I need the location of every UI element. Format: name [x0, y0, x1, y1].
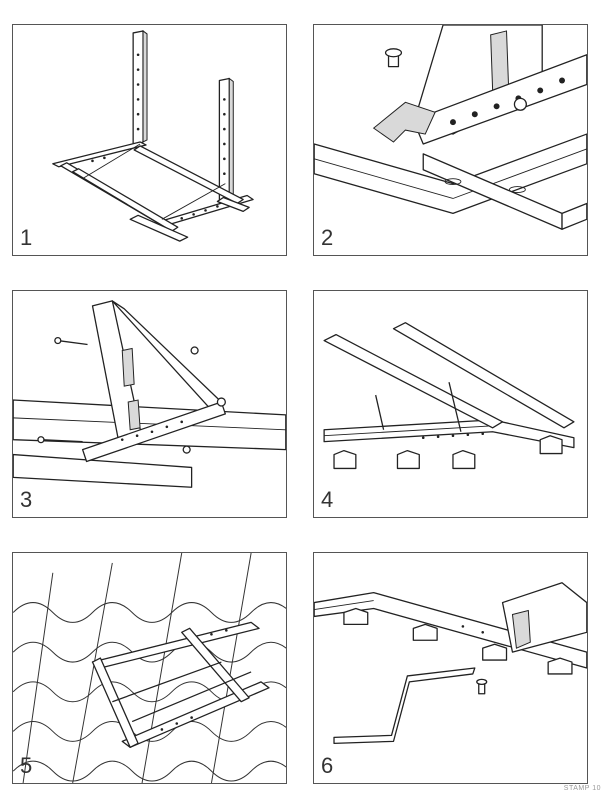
step-number: 4	[321, 487, 334, 512]
roof-installation-illustration	[13, 553, 286, 783]
bracket-frame-illustration	[52, 29, 254, 242]
step-6-panel: 6	[313, 552, 588, 784]
footer-code: STAMP 10	[563, 785, 601, 792]
step-number: 5	[20, 753, 33, 778]
mounted-brackets-illustration	[323, 322, 575, 470]
step-4-panel: 4	[313, 290, 588, 518]
step-number: 1	[20, 225, 33, 250]
step-2-panel: 2	[313, 24, 588, 256]
rail-clamp-detail-illustration	[314, 25, 587, 230]
roof-hook-fastening-illustration	[314, 582, 587, 744]
step-5-panel: 5	[12, 552, 287, 784]
step-number: 2	[321, 225, 334, 250]
frame-bolt-assembly-illustration	[13, 300, 286, 488]
step-number: 6	[321, 753, 334, 778]
step-number: 3	[20, 487, 33, 512]
step-1-panel: 1	[12, 24, 287, 256]
step-3-panel: 3	[12, 290, 287, 518]
